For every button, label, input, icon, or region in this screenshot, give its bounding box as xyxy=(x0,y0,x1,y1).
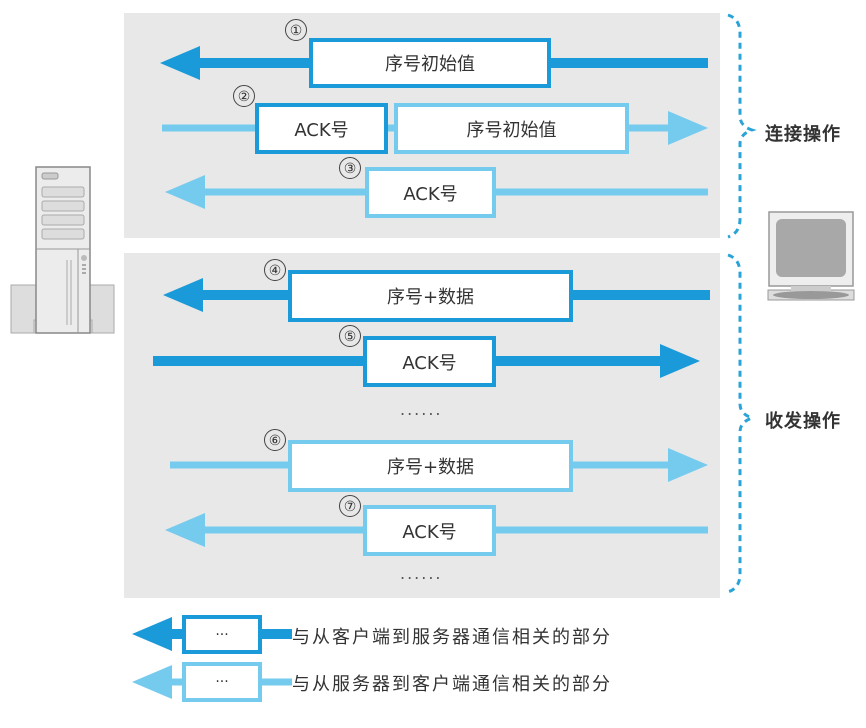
legend-text-client-to-server: 与从客户端到服务器通信相关的部分 xyxy=(292,627,612,648)
step-number: ⑦ xyxy=(339,495,361,517)
legend-box-client-to-server: ··· xyxy=(182,615,262,654)
packet-ack: ACK号 xyxy=(363,336,496,387)
arrow-left-head xyxy=(160,46,200,80)
packet-ack: ACK号 xyxy=(365,167,496,218)
packet-seq-initial: 序号初始值 xyxy=(309,38,551,88)
transfer-bracket xyxy=(727,253,757,594)
section-label-connect: 连接操作 xyxy=(765,124,841,145)
legend-box-server-to-client: ··· xyxy=(182,662,262,702)
step-number: ⑤ xyxy=(339,325,361,347)
step-number: ③ xyxy=(339,157,361,179)
step-number: ① xyxy=(285,19,307,41)
step-number: ② xyxy=(233,85,255,107)
arrow-left-head xyxy=(165,175,205,209)
step-number: ⑥ xyxy=(264,429,286,451)
arrow-left-head xyxy=(132,665,172,699)
packet-ack: ACK号 xyxy=(363,505,496,556)
arrow-left-head xyxy=(165,513,205,547)
computer-monitor-icon xyxy=(766,210,856,302)
arrow-right-head xyxy=(660,344,700,378)
arrow-left-head xyxy=(132,617,172,651)
ellipsis: ...... xyxy=(400,564,443,583)
connect-bracket xyxy=(727,13,757,239)
packet-seq-initial: 序号初始值 xyxy=(394,103,629,154)
legend-text-server-to-client: 与从服务器到客户端通信相关的部分 xyxy=(292,674,612,695)
section-label-transfer: 收发操作 xyxy=(765,411,841,432)
arrow-left-head xyxy=(163,278,203,312)
packet-ack: ACK号 xyxy=(255,103,388,154)
arrow-right-head xyxy=(668,448,708,482)
packet-seq-data: 序号+数据 xyxy=(288,440,573,492)
ellipsis: ...... xyxy=(400,400,443,419)
step-number: ④ xyxy=(264,259,286,281)
server-tower-icon xyxy=(10,165,116,335)
arrow-right-head xyxy=(668,111,708,145)
packet-seq-data: 序号+数据 xyxy=(288,270,573,322)
